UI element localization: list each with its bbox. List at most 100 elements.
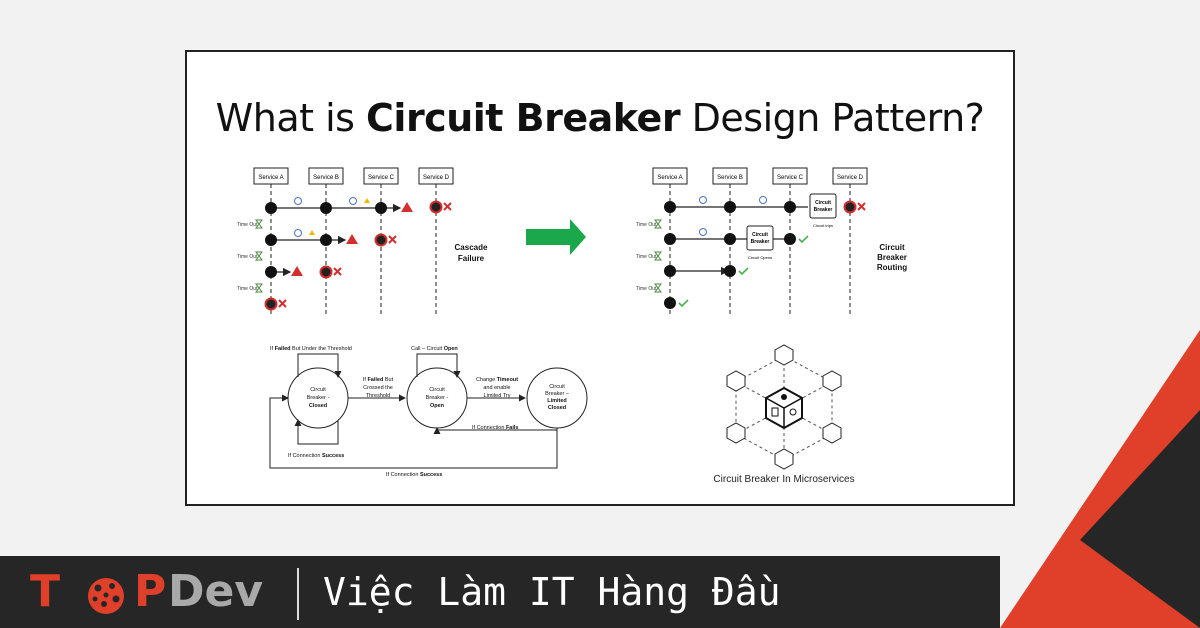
hourglass-icon [255,251,263,261]
conn-success-bottom-label: If Connection Success [386,472,442,478]
check-icon [678,299,689,308]
service-cube-icon [822,422,842,444]
service-b-label: Service B [717,175,743,181]
cascade-failed-nodes [264,200,443,311]
brand-divider [297,568,299,620]
state-open-line3: Open [430,403,445,409]
failed-crossed-line1: If Failed But [363,377,394,383]
hourglass-icon [255,219,263,229]
cascade-timeout-labels: Time Out Time Out Time Out [237,222,258,292]
routing-caption: Circuit Breaker Routing [877,243,907,272]
change-timeout-line1: Change Timeout [476,377,518,383]
state-limited-line1: Circuit [549,384,565,390]
circuit-breaker-box-top: Circuit Breaker Circuit trips [809,193,837,228]
cloud-icon [781,394,787,400]
cb-top-line2: Breaker [814,207,833,213]
warning-triangle-icon [401,202,413,212]
cb-top-line1: Circuit [815,200,831,206]
timeout-label: Time Out [237,222,258,228]
state-limited-line3: Limited [547,398,567,404]
warning-triangle-icon [346,234,358,244]
timer-icon [294,229,302,237]
check-icon [738,267,749,276]
circuit-breaker-box-mid: Circuit Breaker Circuit Opens [746,225,774,260]
service-d-label: Service D [837,175,864,181]
routing-hourglass-icons [654,219,662,293]
routing-caption-line1: Circuit [879,243,905,252]
warning-small-icon [364,198,370,203]
routing-diagram: Service A Service B Service C Service D [636,167,907,316]
timeout-label: Time Out [237,254,258,260]
cascade-hourglass-icons [255,219,263,293]
change-timeout-line3: Limited Try [484,393,511,399]
circuit-opens-label: Circuit Opens [748,255,772,260]
gear-icon [789,408,797,416]
hourglass-icon [654,219,662,229]
brand-bar [0,556,1000,628]
state-open-line2: Breaker - [426,395,449,401]
cascade-caption-line2: Failure [458,254,485,263]
corner-dark-triangle [1080,410,1200,628]
conn-fails-label: If Connection Fails [472,425,518,431]
state-transitions [269,353,558,469]
logo-dev: Dev [168,566,264,617]
call-circuit-open-label: Call – Circuit Open [411,346,458,352]
failed-crossed-line3: Threshold [366,393,390,399]
routing-failed-node [843,200,857,214]
timer-icon [699,228,707,236]
routing-timeout-labels: Time Out Time Out Time Out [636,222,657,292]
microservices-caption: Circuit Breaker In Microservices [713,474,854,485]
title-prefix: What is [215,96,367,140]
cb-mid-line1: Circuit [752,232,768,238]
cascade-service-headers: Service A Service B Service C Service D [253,167,454,185]
timeout-label: Time Out [636,254,657,260]
central-cube-edges [765,397,803,428]
service-a-label: Service A [657,175,682,181]
failed-under-threshold-label: If Failed But Under the Threshold [270,346,352,352]
routing-caption-line2: Breaker [877,253,907,262]
failed-crossed-line2: Crossed the [363,385,393,391]
hex-node-cubes [726,344,842,470]
state-closed-line1: Circuit [310,387,326,393]
timer-icon [349,197,357,205]
error-x-icon [278,299,287,308]
title-suffix: Design Pattern? [680,96,985,140]
error-x-icon [333,267,342,276]
error-x-icon [388,235,397,244]
transition-arrow-icon [526,219,586,255]
service-cube-icon [726,422,746,444]
timer-icon [294,197,302,205]
circuit-trips-label: Circuit trips [813,223,833,228]
service-cube-icon [822,370,842,392]
hourglass-icon [255,283,263,293]
slide-frame [185,50,1015,506]
microservices-diagram: Circuit Breaker In Microservices [713,344,855,485]
logo-p: P [134,566,167,617]
state-limited-line2: Breaker – [545,391,570,397]
logo-o-icon [88,578,124,614]
brand-tagline: Việc Làm IT Hàng Đầu [323,570,781,614]
conn-success-label: If Connection Success [288,453,344,459]
title-bold: Circuit Breaker [366,96,681,140]
check-icon [798,235,809,244]
document-icon [771,407,779,417]
service-d-label: Service D [423,175,450,181]
cascade-timer-icons [294,197,357,237]
hourglass-icon [654,251,662,261]
state-open-line1: Circuit [429,387,445,393]
cascade-error-icons [278,202,452,308]
state-machine-diagram: Circuit Breaker - Closed Circuit Breaker… [269,346,588,478]
state-closed-line2: Breaker - [307,395,330,401]
service-cube-icon [726,370,746,392]
service-b-label: Service B [313,175,339,181]
timeout-label: Time Out [237,286,258,292]
service-cube-icon [774,448,794,470]
cascade-caption: Cascade Failure [455,243,488,263]
cascade-nodes [265,202,387,278]
service-a-label: Service A [258,175,283,181]
error-x-icon [857,202,866,211]
service-c-label: Service C [368,175,395,181]
timeout-label: Time Out [636,286,657,292]
